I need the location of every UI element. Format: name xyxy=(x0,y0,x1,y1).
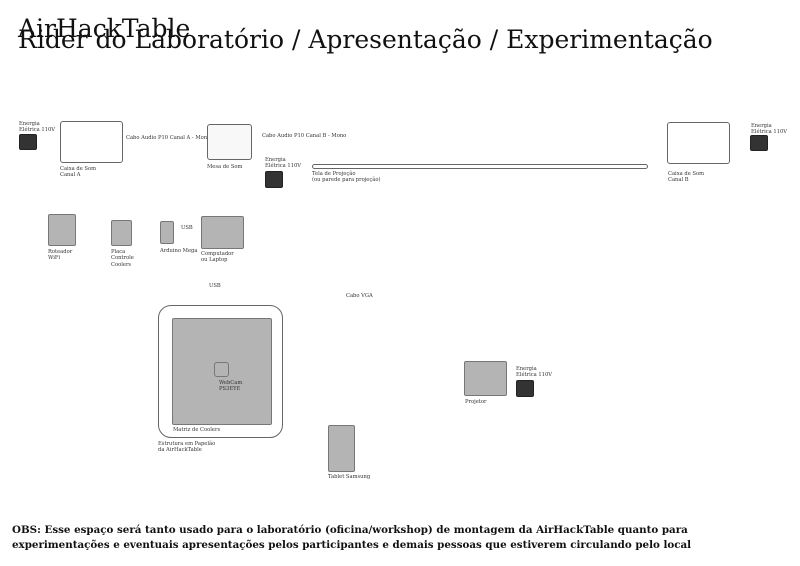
projection-screen-label: Tela de Projeção(ou parede para projeção… xyxy=(312,171,381,184)
power-outlet-right xyxy=(750,135,768,151)
cooler-matrix-label: Matriz de Coolers xyxy=(173,427,221,433)
mixer-label: Mesa de Som xyxy=(207,164,243,170)
usb-label-top: USB xyxy=(181,225,193,231)
obs-line-2: experimentações e eventuais apresentaçõe… xyxy=(12,539,692,551)
speaker-a xyxy=(60,121,123,163)
projector-label: Projetor xyxy=(465,399,487,405)
obs-line-1: OBS: Esse espaço será tanto usado para o… xyxy=(12,524,688,536)
power-outlet-mixer xyxy=(265,171,283,188)
cable-channel-a-label: Cabo Audio P10 Canal A - Mono xyxy=(126,135,211,141)
computer xyxy=(201,216,244,249)
cable-channel-b-label: Cabo Audio P10 Canal B - Mono xyxy=(262,133,347,139)
cooler-control-board xyxy=(111,220,132,246)
title-back: AirHackTable xyxy=(18,14,191,43)
projection-screen xyxy=(312,164,648,169)
tablet-label: Tablet Samsung xyxy=(328,474,371,480)
obs-note: OBS: Esse espaço será tanto usado para o… xyxy=(12,523,792,553)
vga-cable-label: Cabo VGA xyxy=(346,293,373,299)
arduino-mega-label: Arduino Mega xyxy=(160,248,198,254)
mixer xyxy=(207,124,252,160)
tablet xyxy=(328,425,355,472)
webcam xyxy=(214,362,229,377)
wifi-router xyxy=(48,214,76,246)
projector xyxy=(464,361,507,396)
usb-label-bottom: USB xyxy=(209,283,221,289)
power-outlet-left xyxy=(19,134,37,150)
power-outlet-projector xyxy=(516,380,534,397)
page-title: Rider do Laboratório / Apresentação / Ex… xyxy=(18,25,713,54)
arduino-mega xyxy=(160,221,174,244)
speaker-b xyxy=(667,122,730,164)
